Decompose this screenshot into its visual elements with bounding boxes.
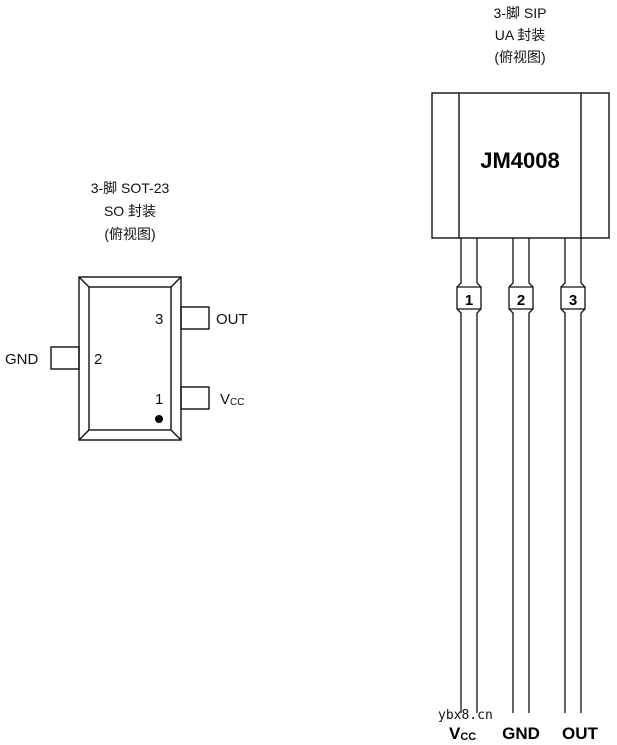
pin1-indicator-dot bbox=[155, 415, 163, 423]
watermark: ybx8.cn bbox=[438, 708, 493, 723]
sot23-caption-line3: (俯视图) bbox=[104, 226, 155, 242]
sot23-pin-1: 1 VCC bbox=[155, 386, 244, 423]
sot23-caption-line2: SO 封装 bbox=[104, 203, 156, 219]
sip-lead-3 bbox=[560, 238, 586, 713]
sip-package: 3-脚 SIP UA 封装 (俯视图) JM4008 bbox=[431, 5, 610, 743]
sot23-pin-3-number: 3 bbox=[155, 311, 163, 328]
part-number-label: JM4008 bbox=[480, 148, 560, 173]
sip-vcc-sub: CC bbox=[460, 731, 476, 743]
sip-pin-1-label: VCC bbox=[449, 724, 476, 743]
sot23-pin-1-number: 1 bbox=[155, 391, 163, 408]
sip-pin-2-label: GND bbox=[502, 724, 540, 743]
sot23-vcc-sub: CC bbox=[230, 397, 244, 408]
sot23-pin-1-lead bbox=[180, 386, 210, 410]
sot23-pin-2-label: GND bbox=[5, 351, 39, 368]
sip-pin-3-number: 3 bbox=[569, 292, 577, 309]
sot23-package: 3-脚 SOT-23 SO 封装 (俯视图) 3 OUT 2 GND 1 VC bbox=[5, 180, 248, 441]
sip-lead-1 bbox=[456, 238, 482, 713]
sip-pin-2-number: 2 bbox=[517, 292, 525, 309]
sot23-pin-2-lead bbox=[50, 346, 80, 370]
sot23-vcc-main: V bbox=[220, 391, 230, 408]
sip-vcc-main: V bbox=[449, 724, 461, 743]
sot23-pin-1-label: VCC bbox=[220, 391, 244, 408]
sip-body bbox=[431, 92, 610, 239]
sip-pin-1-number: 1 bbox=[465, 292, 473, 309]
sip-caption-line1: 3-脚 SIP bbox=[494, 5, 547, 21]
sip-caption-line2: UA 封装 bbox=[495, 27, 546, 43]
sip-lead-2 bbox=[508, 238, 534, 713]
sot23-pin-3-lead bbox=[180, 306, 210, 330]
sot23-pin-2-number: 2 bbox=[94, 351, 102, 368]
sot23-caption-line1: 3-脚 SOT-23 bbox=[91, 180, 170, 196]
sip-pin-3-label: OUT bbox=[562, 724, 599, 743]
sip-caption-line3: (俯视图) bbox=[494, 49, 545, 65]
sot23-pin-3: 3 OUT bbox=[155, 306, 248, 330]
sot23-pin-3-label: OUT bbox=[216, 311, 248, 328]
sot23-pin-2: 2 GND bbox=[5, 346, 102, 370]
